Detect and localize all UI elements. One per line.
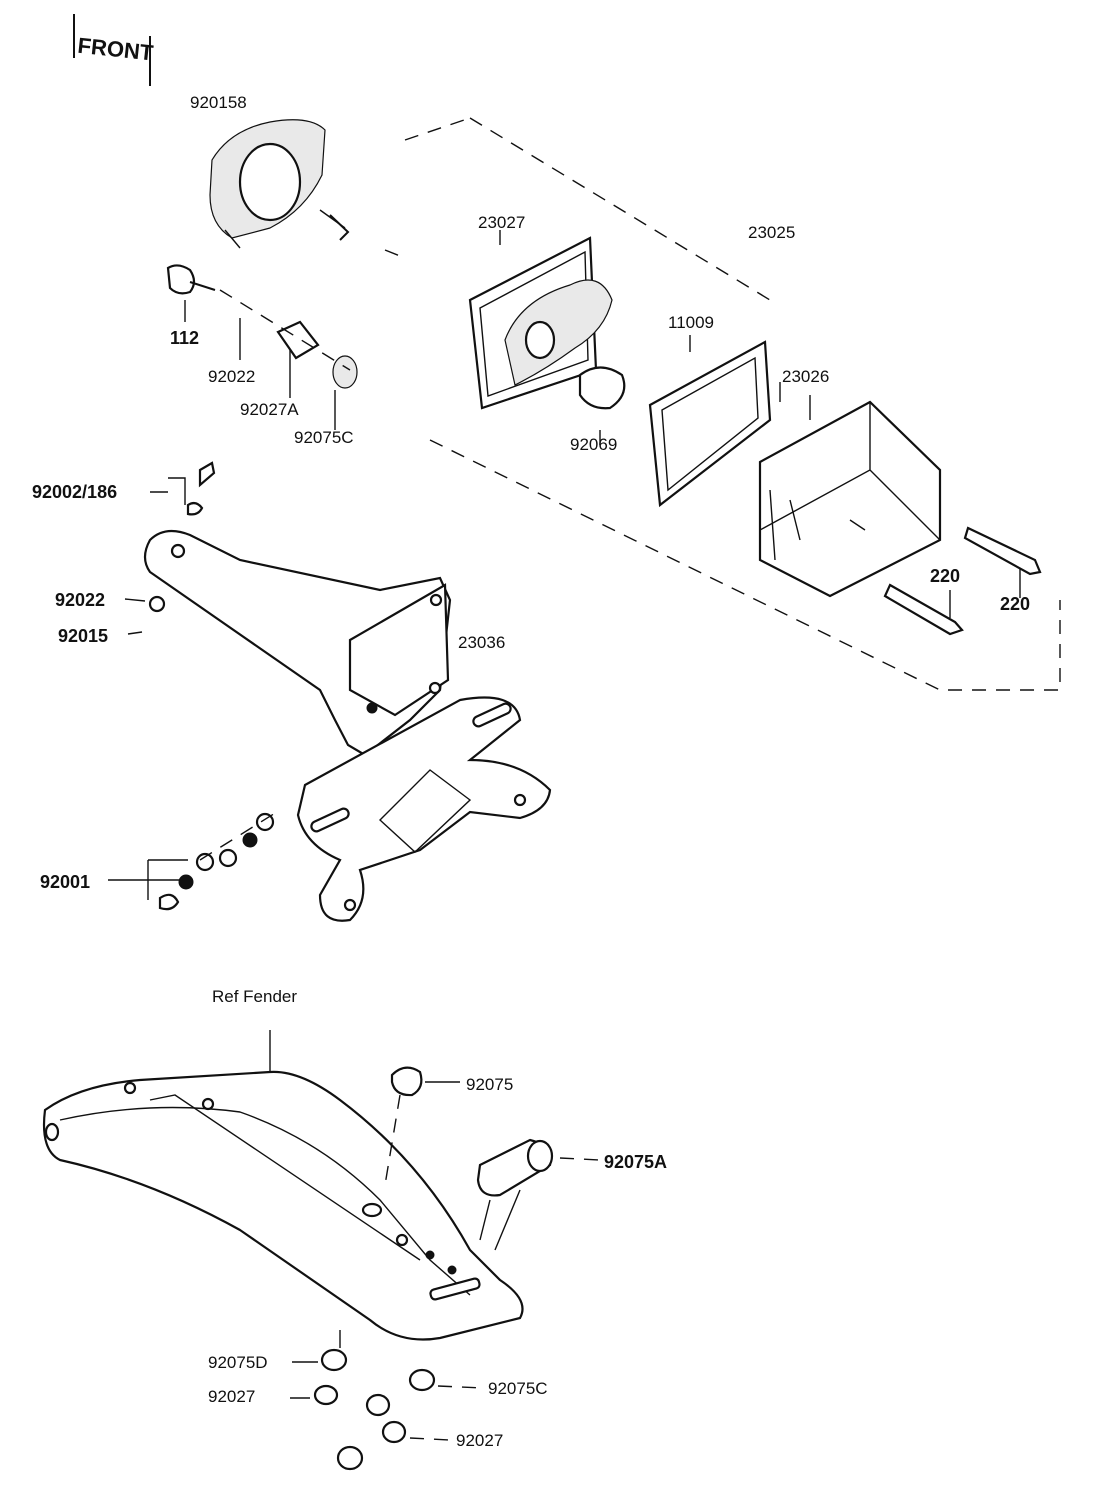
label-92075C-bottom: 92075C	[488, 1379, 548, 1398]
label-220-a: 220	[930, 566, 960, 586]
label-23036: 23036	[458, 633, 505, 652]
reflector-bracket	[209, 119, 350, 249]
tail-lamp-assembly	[384, 117, 1061, 691]
front-badge-label: FRONT	[77, 33, 156, 66]
hardware-92001	[108, 809, 281, 911]
rear-fender	[42, 1030, 524, 1348]
damper-92075A	[476, 1138, 601, 1251]
label-11009: 11009	[668, 313, 714, 332]
label-92075C-top: 92075C	[294, 428, 354, 447]
label-92027-right: 92027	[456, 1431, 503, 1450]
label-220-b: 220	[1000, 594, 1030, 614]
washer-92022	[124, 595, 166, 613]
front-badge: FRONT	[73, 14, 156, 86]
part-labels: 920158 23027 23025 112 11009 92022 23026…	[32, 93, 1030, 1450]
bolt-112	[166, 264, 216, 322]
label-23026: 23026	[782, 367, 829, 386]
label-92075D: 92075D	[208, 1353, 268, 1372]
label-920158: 920158	[190, 93, 247, 112]
label-92015: 92015	[58, 626, 108, 646]
label-23027: 23027	[478, 213, 525, 232]
label-92022-top: 92022	[208, 367, 255, 386]
label-ref-fender: Ref Fender	[212, 987, 297, 1006]
label-92001: 92001	[40, 872, 90, 892]
label-92069: 92069	[570, 435, 617, 454]
fender-hardware	[290, 1348, 483, 1471]
label-92002-186: 92002/186	[32, 482, 117, 502]
collar-92027A	[219, 289, 358, 430]
label-23025: 23025	[748, 223, 795, 242]
washer-92015	[127, 631, 143, 635]
license-bracket	[143, 529, 552, 922]
label-92022-mid: 92022	[55, 590, 105, 610]
grommet-92075	[384, 1066, 460, 1186]
label-92075A: 92075A	[604, 1152, 667, 1172]
label-112: 112	[170, 328, 199, 348]
label-92027A: 92027A	[240, 400, 299, 419]
label-92075: 92075	[466, 1075, 513, 1094]
label-92027-left: 92027	[208, 1387, 255, 1406]
hardware-92002-186	[150, 461, 216, 516]
